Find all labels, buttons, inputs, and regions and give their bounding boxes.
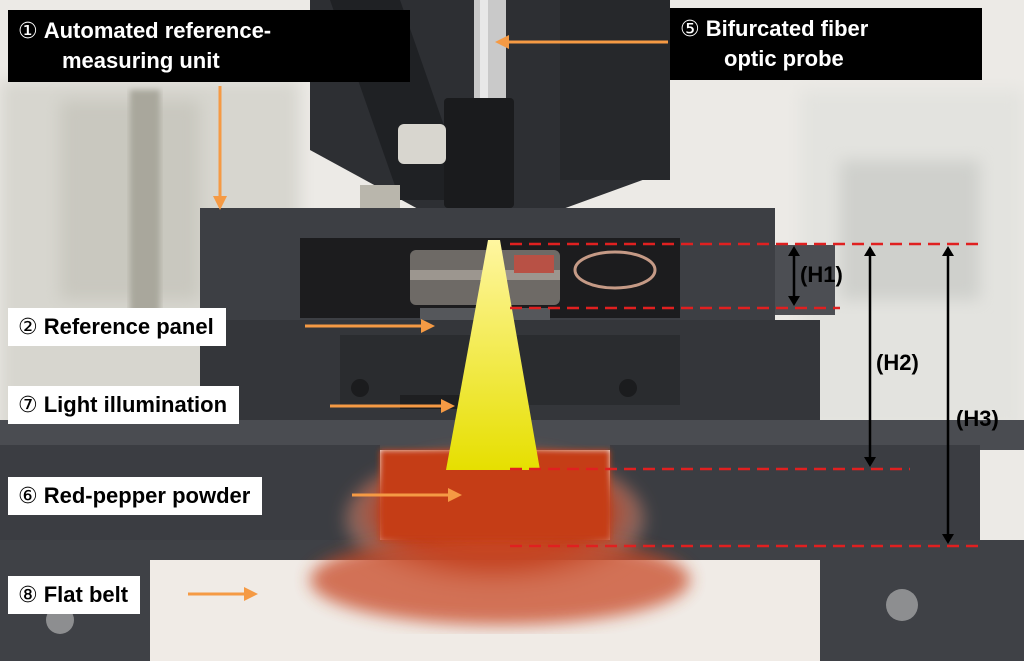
label-text: Light illumination — [43, 392, 228, 417]
label-number: ① — [18, 18, 38, 43]
height-label-h2: (H2) — [876, 350, 919, 375]
label-text-line2: optic probe — [724, 46, 844, 71]
label-text-line2: measuring unit — [62, 48, 220, 73]
fiber-probe — [360, 0, 514, 210]
height-label-h3: (H3) — [956, 406, 999, 431]
height-label-h1: (H1) — [800, 262, 843, 287]
label-text: Red-pepper powder — [43, 483, 251, 508]
label-number: ⑤ — [680, 16, 700, 41]
dashed-lines — [510, 242, 985, 548]
label-number: ② — [18, 314, 38, 339]
label-text: Automated reference- — [43, 18, 272, 43]
light-cone — [446, 240, 540, 470]
label-number: ⑦ — [18, 392, 38, 417]
label-text: Flat belt — [43, 582, 129, 607]
label-number: ⑥ — [18, 483, 38, 508]
label-number: ⑧ — [18, 582, 38, 607]
label-text: Reference panel — [43, 314, 214, 339]
label-text: Bifurcated fiber — [705, 16, 869, 41]
reference-unit-box — [200, 208, 835, 336]
height-arrows — [788, 246, 954, 544]
pointer-arrows — [188, 35, 668, 601]
